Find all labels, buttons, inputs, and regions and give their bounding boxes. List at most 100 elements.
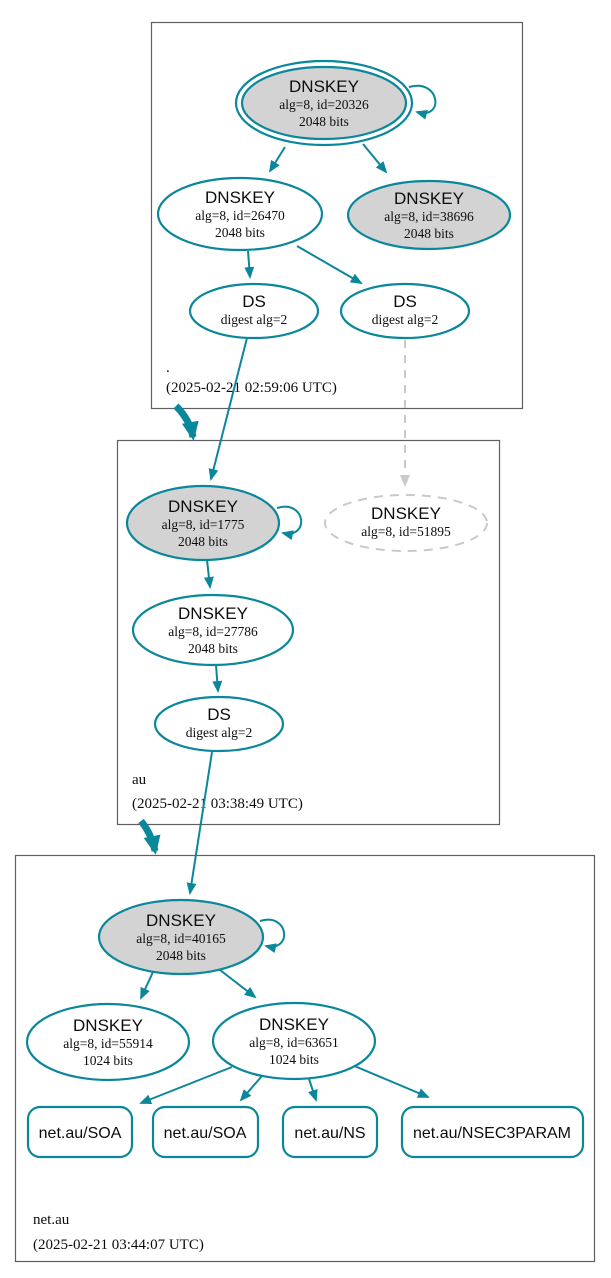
ds-root-1-ellipse — [188, 282, 320, 340]
rrset-netau-ns-rect — [281, 1105, 379, 1159]
svg-text:alg=8, id=40165: alg=8, id=40165 — [136, 931, 226, 946]
dnskey-27786-ellipse — [131, 593, 295, 667]
edge-zone-root-to-au — [173, 403, 199, 441]
dnskey-38696-ellipse — [346, 179, 512, 251]
edge-zone-au-to-netau — [138, 818, 161, 855]
svg-text:digest alg=2: digest alg=2 — [221, 312, 287, 327]
dnskey-1775-node[interactable]: DNSKEY alg=8, id=1775 2048 bits — [125, 484, 281, 562]
dnskey-63651-ellipse — [211, 1001, 377, 1081]
svg-text:alg=8, id=51895: alg=8, id=51895 — [361, 524, 451, 539]
dnskey-1775-ellipse — [125, 484, 281, 562]
svg-text:2048 bits: 2048 bits — [299, 114, 349, 129]
svg-text:2048 bits: 2048 bits — [404, 226, 454, 241]
dnskey-55914-ellipse — [25, 1002, 191, 1082]
zone-au-timestamp: (2025-02-21 03:38:49 UTC) — [132, 796, 303, 812]
svg-text:alg=8, id=26470: alg=8, id=26470 — [195, 208, 285, 223]
rrset-netau-nsec3param-rect — [400, 1105, 585, 1159]
svg-text:DNSKEY: DNSKEY — [168, 497, 238, 516]
zone-root-timestamp: (2025-02-21 02:59:06 UTC) — [166, 380, 337, 396]
dnskey-20326-node[interactable]: DNSKEY alg=8, id=20326 2048 bits — [234, 59, 414, 147]
edge-63651-soa1 — [139, 1066, 233, 1104]
zone-root-label: . — [166, 360, 170, 376]
svg-text:DNSKEY: DNSKEY — [371, 504, 441, 523]
svg-text:net.au/SOA: net.au/SOA — [39, 1125, 122, 1142]
dnskey-55914-node[interactable]: DNSKEY alg=8, id=55914 1024 bits — [25, 1002, 191, 1082]
svg-text:alg=8, id=38696: alg=8, id=38696 — [384, 209, 474, 224]
svg-text:DNSKEY: DNSKEY — [289, 77, 359, 96]
zone-au: au (2025-02-21 03:38:49 UTC) — [116, 439, 501, 826]
rrset-netau-ns-node[interactable]: net.au/NS — [281, 1105, 379, 1159]
svg-text:alg=8, id=55914: alg=8, id=55914 — [63, 1036, 153, 1051]
svg-text:net.au/NSEC3PARAM: net.au/NSEC3PARAM — [413, 1125, 571, 1142]
edge-20326-26470 — [268, 146, 286, 173]
zone-netau-label: net.au — [33, 1212, 70, 1228]
ds-au-ellipse — [153, 695, 285, 753]
svg-text:alg=8, id=20326: alg=8, id=20326 — [279, 97, 369, 112]
svg-text:DNSKEY: DNSKEY — [205, 188, 275, 207]
dnskey-51895-ellipse — [324, 494, 488, 552]
svg-text:2048 bits: 2048 bits — [178, 534, 228, 549]
svg-text:DS: DS — [207, 705, 231, 724]
edge-1775-selfloop — [276, 505, 302, 541]
svg-text:alg=8, id=27786: alg=8, id=27786 — [168, 624, 258, 639]
rrset-netau-soa-1-node[interactable]: net.au/SOA — [26, 1105, 134, 1159]
dnskey-26470-node[interactable]: DNSKEY alg=8, id=26470 2048 bits — [156, 176, 324, 252]
edge-63651-soa2 — [239, 1075, 263, 1102]
dnskey-40165-ellipse — [97, 898, 265, 976]
svg-text:DNSKEY: DNSKEY — [146, 911, 216, 930]
dnskey-27786-node[interactable]: DNSKEY alg=8, id=27786 2048 bits — [131, 593, 295, 667]
zone-root: . (2025-02-21 02:59:06 UTC) — [150, 21, 524, 410]
ds-root-2-ellipse — [339, 282, 471, 340]
rrset-netau-soa-2-node[interactable]: net.au/SOA — [151, 1105, 260, 1159]
edge-26470-ds1 — [244, 250, 255, 279]
zone-netau: net.au (2025-02-21 03:44:07 UTC) — [14, 854, 596, 1263]
svg-text:1024 bits: 1024 bits — [269, 1052, 319, 1067]
edge-40165-63651 — [219, 969, 257, 999]
edge-63651-ns — [308, 1078, 318, 1102]
rrset-netau-soa-2-rect — [151, 1105, 260, 1159]
zone-netau-timestamp: (2025-02-21 03:44:07 UTC) — [33, 1237, 204, 1253]
ds-root-1-node[interactable]: DS digest alg=2 — [188, 282, 320, 340]
edge-27786-ds — [212, 664, 223, 693]
svg-text:DS: DS — [242, 292, 266, 311]
svg-text:digest alg=2: digest alg=2 — [372, 312, 438, 327]
edge-40165-selfloop — [259, 918, 285, 954]
dnskey-38696-node[interactable]: DNSKEY alg=8, id=38696 2048 bits — [346, 179, 512, 251]
ds-root-2-node[interactable]: DS digest alg=2 — [339, 282, 471, 340]
dnskey-51895-node[interactable]: DNSKEY alg=8, id=51895 — [324, 494, 488, 552]
edge-ds1-dnskey1775 — [208, 337, 248, 481]
zone-netau-box — [14, 854, 596, 1263]
zone-au-label: au — [132, 772, 147, 788]
svg-text:DS: DS — [393, 292, 417, 311]
edge-1775-27786 — [203, 559, 214, 589]
svg-text:DNSKEY: DNSKEY — [259, 1015, 329, 1034]
zone-au-box — [116, 439, 501, 826]
zone-root-box — [150, 21, 524, 410]
svg-text:1024 bits: 1024 bits — [83, 1053, 133, 1068]
edge-20326-selfloop — [408, 84, 437, 120]
svg-text:digest alg=2: digest alg=2 — [186, 725, 252, 740]
edge-26470-ds2 — [296, 245, 363, 285]
dnskey-20326-ellipse — [240, 65, 408, 141]
ds-au-node[interactable]: DS digest alg=2 — [153, 695, 285, 753]
svg-text:net.au/NS: net.au/NS — [294, 1125, 365, 1142]
dnskey-40165-node[interactable]: DNSKEY alg=8, id=40165 2048 bits — [97, 898, 265, 976]
svg-text:alg=8, id=1775: alg=8, id=1775 — [162, 517, 245, 532]
svg-text:alg=8, id=63651: alg=8, id=63651 — [249, 1035, 338, 1050]
edges — [138, 84, 437, 1104]
dnskey-26470-ellipse — [156, 176, 324, 252]
rrset-netau-soa-1-rect — [26, 1105, 134, 1159]
edge-ds-dnskey40165 — [186, 751, 213, 895]
dnskey-63651-node[interactable]: DNSKEY alg=8, id=63651 1024 bits — [211, 1001, 377, 1081]
svg-text:2048 bits: 2048 bits — [156, 948, 206, 963]
edge-40165-55914 — [140, 971, 154, 1000]
rrset-netau-nsec3param-node[interactable]: net.au/NSEC3PARAM — [400, 1105, 585, 1159]
edge-63651-nsec3param — [351, 1064, 430, 1098]
svg-text:2048 bits: 2048 bits — [188, 641, 238, 656]
svg-text:DNSKEY: DNSKEY — [73, 1016, 143, 1035]
edge-20326-38696 — [362, 143, 388, 174]
svg-text:DNSKEY: DNSKEY — [394, 189, 464, 208]
svg-text:2048 bits: 2048 bits — [215, 225, 265, 240]
svg-text:net.au/SOA: net.au/SOA — [164, 1125, 247, 1142]
